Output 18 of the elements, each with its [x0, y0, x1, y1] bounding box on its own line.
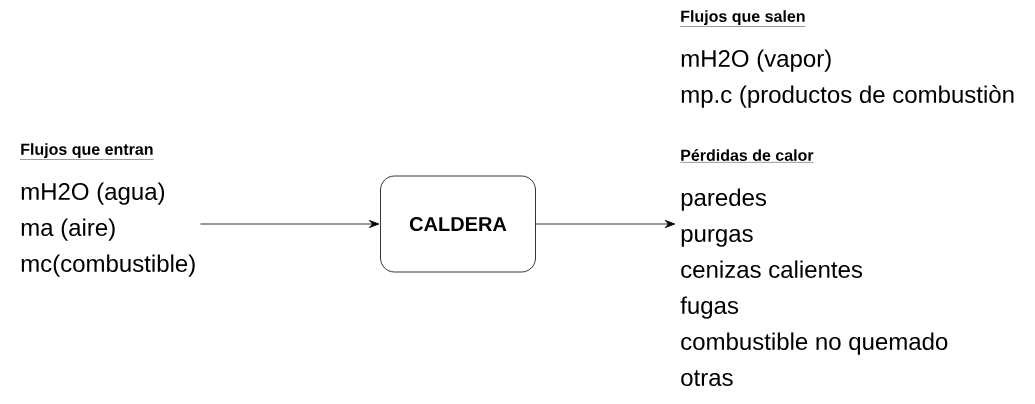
heading: Flujos que entran: [20, 143, 154, 160]
list-item: otras: [681, 370, 733, 387]
list-item: fugas: [680, 296, 739, 319]
list-item: mc(combustible): [21, 254, 195, 277]
list-item: mH2O (vapor): [681, 49, 831, 72]
list-item: CALDERA: [409, 216, 507, 232]
list-item: mp.c (productos de combustiòn: [681, 85, 1014, 108]
list-item: purgas: [681, 228, 753, 247]
arrow: [535, 220, 676, 228]
heading: Pérdidas de calor: [680, 149, 814, 163]
list-item: mH2O (agua): [21, 182, 165, 205]
list-item: ma (aire): [21, 218, 115, 241]
heading: Flujos que salen: [680, 10, 806, 27]
process-box: [380, 175, 536, 273]
list-item: cenizas calientes: [681, 260, 863, 279]
list-item: paredes: [681, 188, 767, 211]
arrow: [200, 220, 380, 228]
list-item: combustible no quemado: [681, 332, 948, 355]
